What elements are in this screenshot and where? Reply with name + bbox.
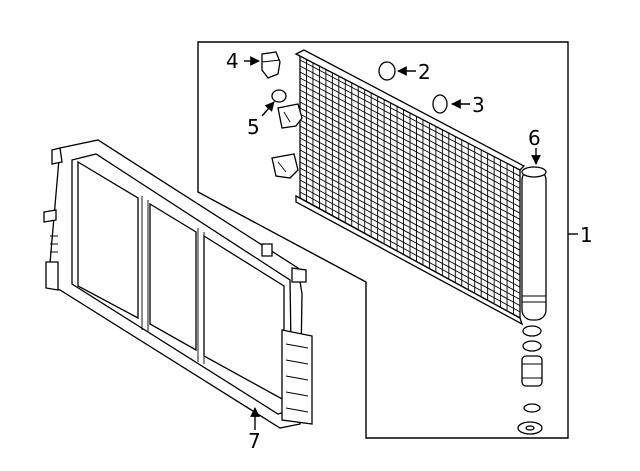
callout-2: 2 bbox=[418, 60, 431, 84]
leader-5 bbox=[261, 101, 275, 117]
cap-2 bbox=[378, 61, 396, 81]
callout-4: 4 bbox=[226, 49, 239, 73]
condenser-core bbox=[271, 49, 526, 326]
callout-6: 6 bbox=[528, 126, 541, 150]
receiver-drier bbox=[521, 166, 547, 321]
callout-3: 3 bbox=[472, 93, 485, 117]
oring-5 bbox=[271, 89, 287, 103]
callout-5: 5 bbox=[247, 115, 260, 139]
callout-7: 7 bbox=[248, 429, 261, 453]
callout-1: 1 bbox=[580, 223, 593, 247]
radiator-support-frame bbox=[43, 139, 313, 429]
valve-4 bbox=[261, 51, 281, 79]
assembly-outline bbox=[197, 41, 569, 439]
drier-seal-stack bbox=[517, 325, 543, 435]
cap-3 bbox=[432, 94, 448, 114]
